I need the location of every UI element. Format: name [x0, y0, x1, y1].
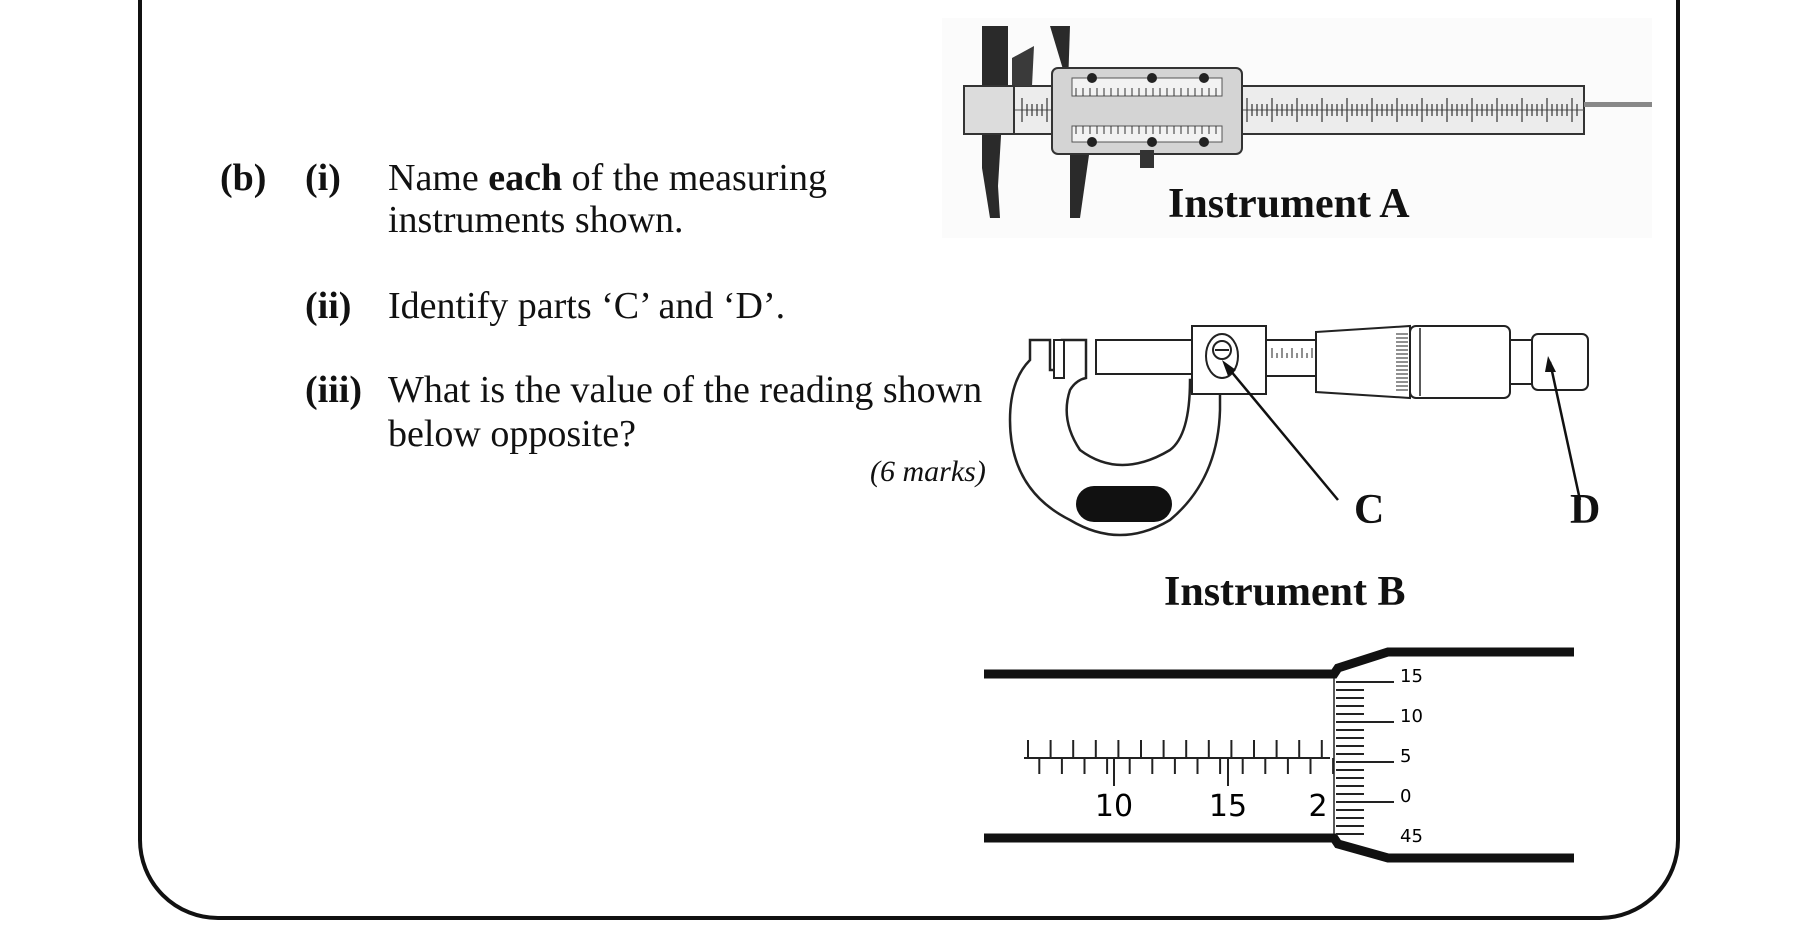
sleeve-label-15: 15	[1209, 789, 1247, 824]
question-panel-border	[138, 0, 1680, 920]
thimble-label-10: 10	[1400, 706, 1423, 727]
micrometer-reading-image: 10 15 2 15 10 5 0 45	[984, 647, 1574, 863]
thimble-label-5: 5	[1400, 746, 1411, 767]
sleeve-label-20: 2	[1308, 789, 1327, 824]
marks-label: (6 marks)	[870, 455, 986, 488]
vernier-caliper-image	[942, 18, 1652, 238]
item-i-line1: Name each of the measuring	[388, 157, 827, 199]
item-iii-line1: What is the value of the reading shown	[388, 369, 983, 411]
instrument-a-caption: Instrument A	[1168, 181, 1410, 227]
item-iii-line2: below opposite?	[388, 413, 637, 455]
part-c-label: C	[1354, 487, 1385, 533]
instrument-b-caption: Instrument B	[1164, 569, 1406, 615]
item-ii-number: (ii)	[305, 285, 352, 327]
thimble-label-0: 0	[1400, 786, 1411, 807]
item-iii-number: (iii)	[305, 369, 362, 411]
thimble-label-45: 45	[1400, 826, 1423, 847]
micrometer-image	[1008, 324, 1589, 537]
item-i-line2: instruments shown.	[388, 199, 684, 241]
item-i-number: (i)	[305, 157, 341, 199]
thimble-label-15: 15	[1400, 666, 1423, 687]
sleeve-label-10: 10	[1095, 789, 1133, 824]
item-ii-line1: Identify parts ‘C’ and ‘D’.	[388, 285, 786, 327]
part-d-label: D	[1570, 487, 1601, 533]
part-label: (b)	[220, 157, 267, 199]
